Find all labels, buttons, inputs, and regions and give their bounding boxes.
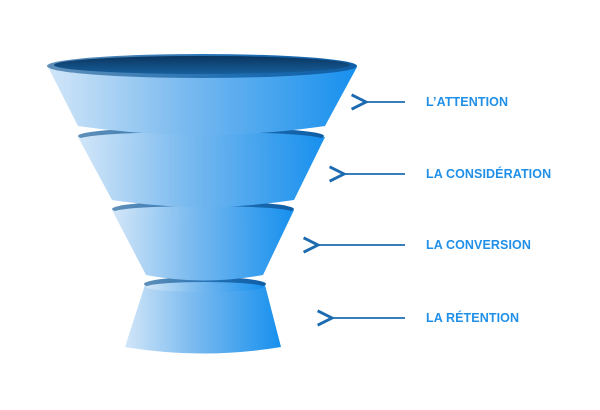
stage-label-retention: LA RÉTENTION (426, 311, 520, 325)
funnel-segment-attention (47, 54, 357, 135)
funnel-segment-retention (125, 277, 281, 354)
funnel-segment-consideration (78, 127, 325, 207)
stage-label-attention: L’ATTENTION (426, 95, 509, 109)
funnel-segment-conversion (112, 201, 294, 281)
stage-label-conversion: LA CONVERSION (426, 238, 532, 252)
stage-label-consideration: LA CONSIDÉRATION (426, 167, 552, 181)
